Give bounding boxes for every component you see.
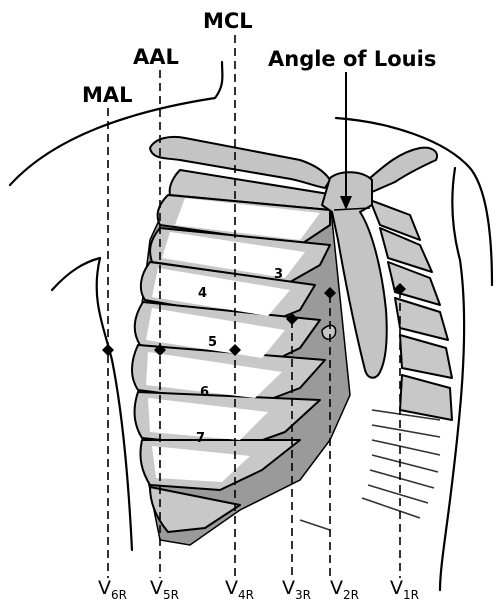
lead-label-v5r: V5R [150, 577, 179, 602]
v6r-marker [102, 344, 114, 356]
rib-3-label: 3 [274, 267, 283, 282]
rib-7-label: 7 [196, 431, 205, 446]
lead-label-v2r: V2R [330, 577, 359, 602]
line-labels: MCL AAL MAL Angle of Louis [82, 9, 436, 107]
aal-label: AAL [133, 45, 179, 69]
rib-4-label: 4 [198, 286, 207, 301]
lead-label-v1r: V1R [390, 577, 419, 602]
lead-label-v3r: V3R [282, 577, 311, 602]
rib-cage [132, 170, 452, 545]
mal-label: MAL [82, 83, 133, 107]
rib-5-label: 5 [208, 335, 217, 350]
angle-of-louis-label: Angle of Louis [268, 47, 436, 71]
lead-label-v6r: V6R [98, 577, 127, 602]
lead-labels: V6R V5R V4R V3R V2R V1R [98, 577, 419, 602]
lead-label-v4r: V4R [225, 577, 254, 602]
mcl-label: MCL [203, 9, 253, 33]
rib-6-label: 6 [200, 385, 209, 400]
